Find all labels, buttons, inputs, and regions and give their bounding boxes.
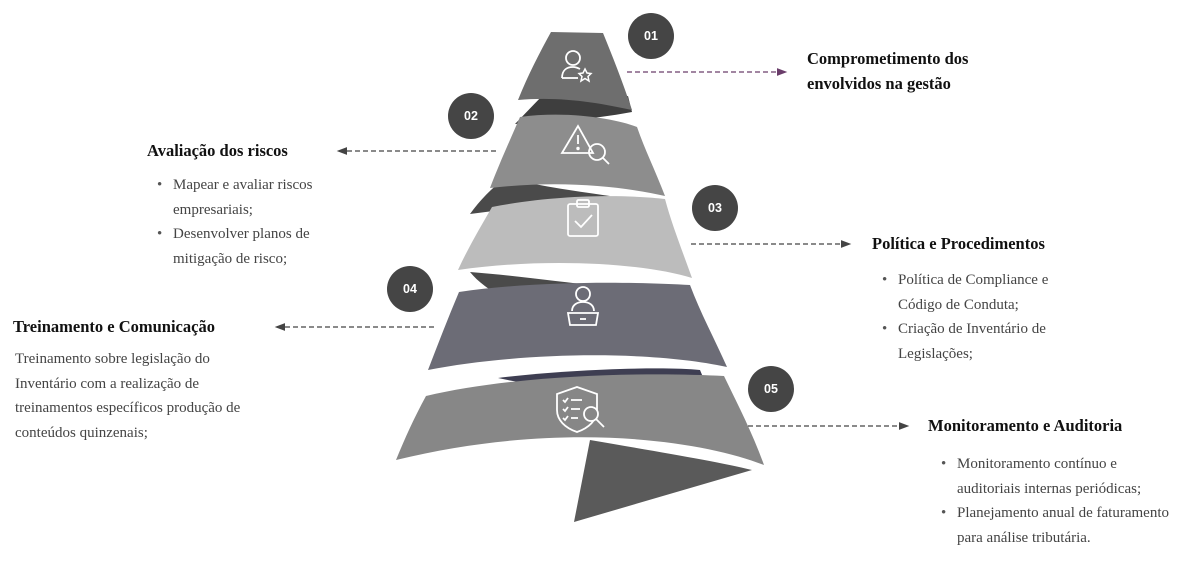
step-02-bullet: Desenvolver planos de mitigação de risco… xyxy=(155,222,355,271)
step-badge-03: 03 xyxy=(692,185,738,231)
step-05-bullets: Monitoramento contínuo e auditoriais int… xyxy=(939,452,1177,550)
band-shadow-5 xyxy=(574,440,752,522)
step-05-bullet: Planejamento anual de faturamento para a… xyxy=(939,501,1177,550)
step-badge-02: 02 xyxy=(448,93,494,139)
step-03-bullets: Política de Compliance e Código de Condu… xyxy=(880,268,1090,366)
step-05-title: Monitoramento e Auditoria xyxy=(928,416,1123,435)
step-04-paragraph: Treinamento sobre legislação do Inventár… xyxy=(15,351,241,441)
band-level-2 xyxy=(490,114,665,196)
step-badge-04: 04 xyxy=(387,266,433,312)
band-level-4 xyxy=(428,282,727,370)
warning-search-icon xyxy=(560,124,610,165)
step-03-title: Política e Procedimentos xyxy=(872,234,1045,253)
step-badge-05: 05 xyxy=(748,366,794,412)
user-laptop-icon xyxy=(566,286,600,326)
shield-checklist-search-icon xyxy=(556,386,605,433)
band-level-1 xyxy=(518,32,632,110)
clipboard-check-icon xyxy=(567,199,599,237)
band-level-5 xyxy=(396,374,764,465)
step-01-title: Comprometimento dos envolvidos na gestão xyxy=(807,49,969,93)
step-02-bullets: Mapear e avaliar riscos empresariais; De… xyxy=(155,173,355,271)
step-04-title: Treinamento e Comunicação xyxy=(13,317,215,336)
step-03-bullet: Criação de Inventário de Legislações; xyxy=(880,317,1090,366)
step-badge-01: 01 xyxy=(628,13,674,59)
step-02-title: Avaliação dos riscos xyxy=(147,141,288,160)
step-03-bullet: Política de Compliance e Código de Condu… xyxy=(880,268,1090,317)
user-star-icon xyxy=(561,50,593,83)
band-level-3 xyxy=(458,196,692,278)
step-05-bullet: Monitoramento contínuo e auditoriais int… xyxy=(939,452,1177,501)
step-02-bullet: Mapear e avaliar riscos empresariais; xyxy=(155,173,355,222)
